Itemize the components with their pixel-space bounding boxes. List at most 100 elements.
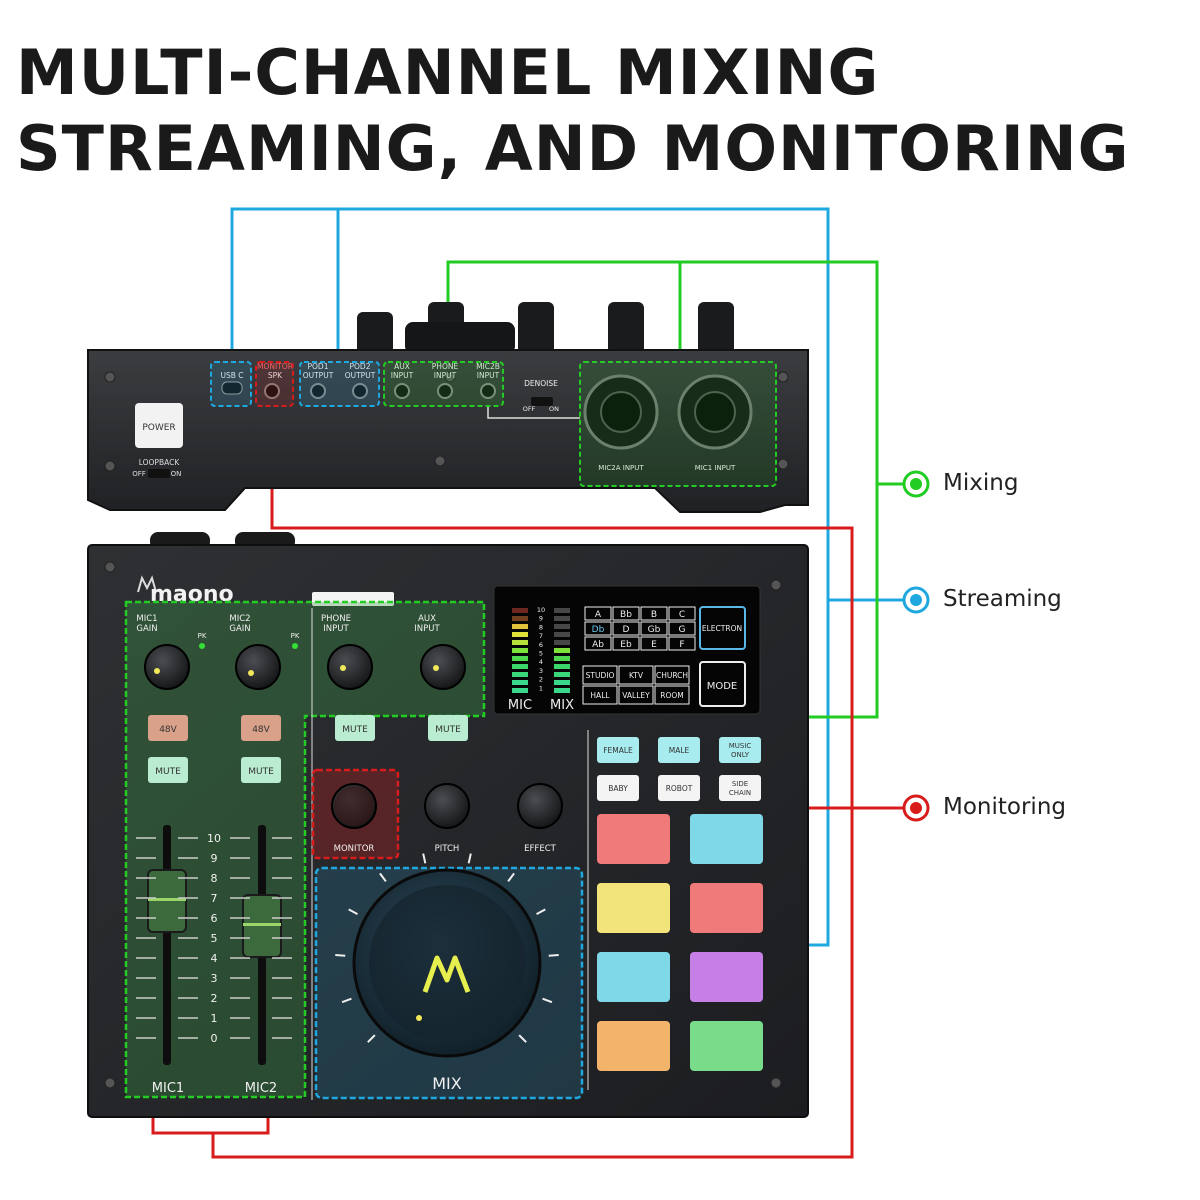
svg-text:MIX: MIX (550, 698, 574, 713)
mix-meter-segment (554, 616, 570, 621)
svg-text:ON: ON (549, 405, 559, 413)
sample-pad[interactable] (690, 1021, 763, 1071)
voice-button[interactable] (719, 775, 761, 801)
svg-text:ON: ON (171, 470, 182, 478)
key-label: D (623, 625, 630, 635)
fader-scale-label: 4 (211, 952, 218, 965)
voice-button-label: ONLY (731, 751, 750, 759)
voice-button-label: MALE (669, 746, 690, 755)
mix-meter-segment (554, 656, 570, 661)
svg-text:OFF: OFF (523, 405, 536, 413)
reverb-label: STUDIO (586, 671, 615, 680)
rear-panel: POWER LOOPBACK OFF ON USB C MONITOR SPK … (87, 302, 809, 513)
mic-meter-segment (512, 640, 528, 645)
mix-label: MIX (432, 1074, 462, 1093)
svg-text:AUX: AUX (418, 614, 436, 624)
fader-scale-label: 6 (211, 912, 218, 925)
voice-button-label: MUSIC (729, 742, 752, 750)
svg-text:OUTPUT: OUTPUT (345, 371, 376, 380)
voice-button[interactable] (658, 775, 700, 801)
loopback-switch[interactable] (148, 469, 170, 478)
svg-text:OUTPUT: OUTPUT (303, 371, 334, 380)
key-cell (584, 621, 612, 636)
sample-pad[interactable] (690, 952, 763, 1002)
sample-pad[interactable] (597, 952, 670, 1002)
legend-monitoring: Monitoring (943, 794, 1066, 820)
power-label: POWER (142, 423, 175, 433)
sample-pads[interactable] (597, 814, 763, 1071)
svg-text:POD2: POD2 (350, 362, 371, 371)
svg-text:MIC2B: MIC2B (476, 362, 500, 371)
key-label: A (595, 610, 602, 620)
key-cell (668, 636, 696, 651)
headline-line-1: MULTI-CHANNEL MIXING (16, 36, 880, 109)
key-label: Db (592, 625, 605, 635)
sample-pad[interactable] (597, 814, 670, 864)
effect-knobs[interactable] (331, 783, 563, 829)
key-cell (612, 621, 640, 636)
svg-text:OFF: OFF (132, 470, 146, 478)
gain-knobs[interactable] (144, 644, 466, 690)
power-button[interactable] (135, 403, 183, 448)
usb-c-port[interactable] (221, 381, 243, 395)
voice-button[interactable] (658, 737, 700, 763)
sample-pad[interactable] (690, 814, 763, 864)
denoise-switch[interactable] (531, 397, 553, 406)
svg-text:EFFECT: EFFECT (524, 844, 556, 854)
voice-button[interactable] (597, 737, 639, 763)
svg-text:INPUT: INPUT (391, 371, 414, 380)
key-label: B (651, 610, 657, 620)
mix-meter-segment (554, 640, 570, 645)
headline-line-2: STREAMING, AND MONITORING (16, 112, 1130, 185)
channel-buttons[interactable]: 48V 48V MUTE MUTE MUTE MUTE (148, 715, 468, 783)
svg-text:MIC: MIC (508, 698, 532, 713)
denoise-label: DENOISE (524, 379, 558, 388)
voice-button[interactable] (597, 775, 639, 801)
svg-text:INPUT: INPUT (477, 371, 500, 380)
key-label: Bb (620, 610, 632, 620)
meter-scale-label: 9 (539, 615, 543, 623)
meter-scale-label: 3 (539, 667, 543, 675)
fader-scale-label: 9 (211, 852, 218, 865)
reverb-label: VALLEY (622, 691, 650, 700)
svg-text:MIC1: MIC1 (136, 614, 157, 624)
svg-text:ELECTRON: ELECTRON (702, 624, 742, 633)
key-cell (612, 636, 640, 651)
svg-text:GAIN: GAIN (229, 624, 250, 634)
mix-meter-segment (554, 608, 570, 613)
voice-button[interactable] (719, 737, 761, 763)
mic-meter-segment (512, 680, 528, 685)
meter-scale-label: 8 (539, 623, 543, 631)
sample-pad[interactable] (690, 883, 763, 933)
mix-tick (367, 1034, 376, 1043)
fader-scale-label: 10 (207, 832, 221, 845)
svg-text:MUTE: MUTE (248, 767, 274, 777)
meter-scale-label: 7 (539, 632, 543, 640)
svg-text:MONITOR: MONITOR (334, 844, 375, 854)
faders[interactable] (147, 825, 282, 1065)
key-label: E (651, 640, 657, 650)
reverb-cell (618, 685, 654, 705)
mix-meter-segment (554, 688, 570, 693)
svg-text:PHONE: PHONE (321, 614, 351, 624)
key-label: C (679, 610, 685, 620)
sample-pad[interactable] (597, 883, 670, 933)
mix-tick (536, 908, 546, 915)
reverb-label: KTV (629, 671, 644, 680)
mix-tick (348, 908, 358, 915)
loopback-label: LOOPBACK (139, 458, 181, 467)
mic-meter-segment (512, 656, 528, 661)
mic-meter-segment (512, 632, 528, 637)
reverb-cell (582, 685, 618, 705)
mix-meter-segment (554, 672, 570, 677)
svg-text:48V: 48V (159, 725, 177, 735)
fader-scale-label: 2 (211, 992, 218, 1005)
svg-text:INPUT: INPUT (434, 371, 457, 380)
svg-text:MUTE: MUTE (342, 725, 368, 735)
mic-meter-segment (512, 616, 528, 621)
reverb-cell (654, 665, 690, 685)
sample-pad[interactable] (597, 1021, 670, 1071)
svg-text:INPUT: INPUT (323, 624, 349, 634)
